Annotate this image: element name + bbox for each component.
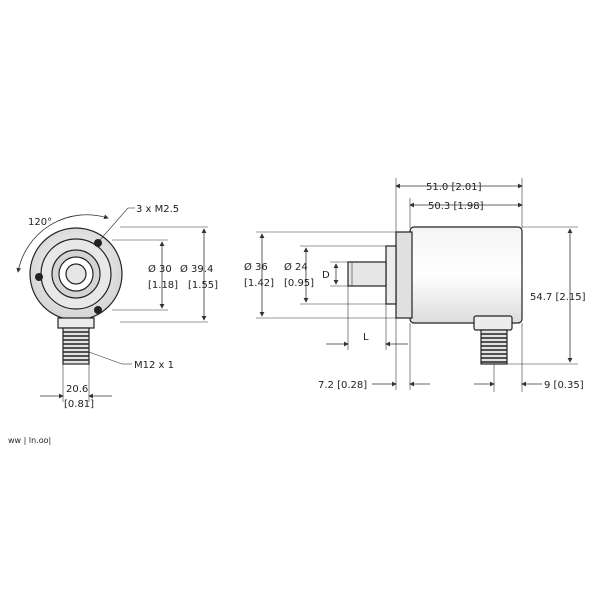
hub-step [385,245,397,305]
connector-base [57,317,95,329]
side-view: 51.0 [2.01] 50.3 [1.98] Ø 36 [1.42] Ø 24… [244,178,586,392]
height-label: 54.7 [2.15] [530,292,586,303]
angle-arc [16,214,109,273]
thread-holes-label: 3 x M2.5 [136,204,179,215]
footer-text: ww | ln.oo| [8,436,51,445]
width-inch: [0.81] [64,399,94,410]
angle-label: 120° [28,217,52,228]
d39-label: Ø 39.4 [180,263,213,275]
body-length-label: 50.3 [1.98] [428,201,484,212]
mount-hole-top [94,239,102,247]
shaft-d-label: D [322,270,330,281]
d30-label: Ø 30 [148,263,172,275]
d36-label: Ø 36 [244,261,268,273]
mount-hole-bottom [94,306,102,314]
mount-hole-left [35,273,43,281]
side-connector-thread [480,329,508,365]
connector-label: M12 x 1 [134,360,174,371]
d36-inch: [1.42] [244,278,274,289]
side-thread-lines [481,333,507,363]
d24-label: Ø 24 [284,261,308,273]
d30-inch: [1.18] [148,280,178,291]
hub-inner [65,263,87,285]
shaft [347,261,387,287]
side-connector-base [473,315,513,331]
d24-inch: [0.95] [284,278,314,289]
shaft-l-label: L [363,332,369,343]
connector-thread [62,327,90,365]
conn-offset-label: 9 [0.35] [544,380,584,391]
d39-inch: [1.55] [188,280,218,291]
front-view: 120° 3 x M2.5 Ø 30 [1.18] [16,204,218,410]
flange-label: 7.2 [0.28] [318,380,367,391]
encoder-body [409,226,523,324]
width-label: 20.6 [66,384,88,395]
flange-plate [395,231,413,319]
overall-length-label: 51.0 [2.01] [426,182,482,193]
thread-lines [63,331,89,361]
